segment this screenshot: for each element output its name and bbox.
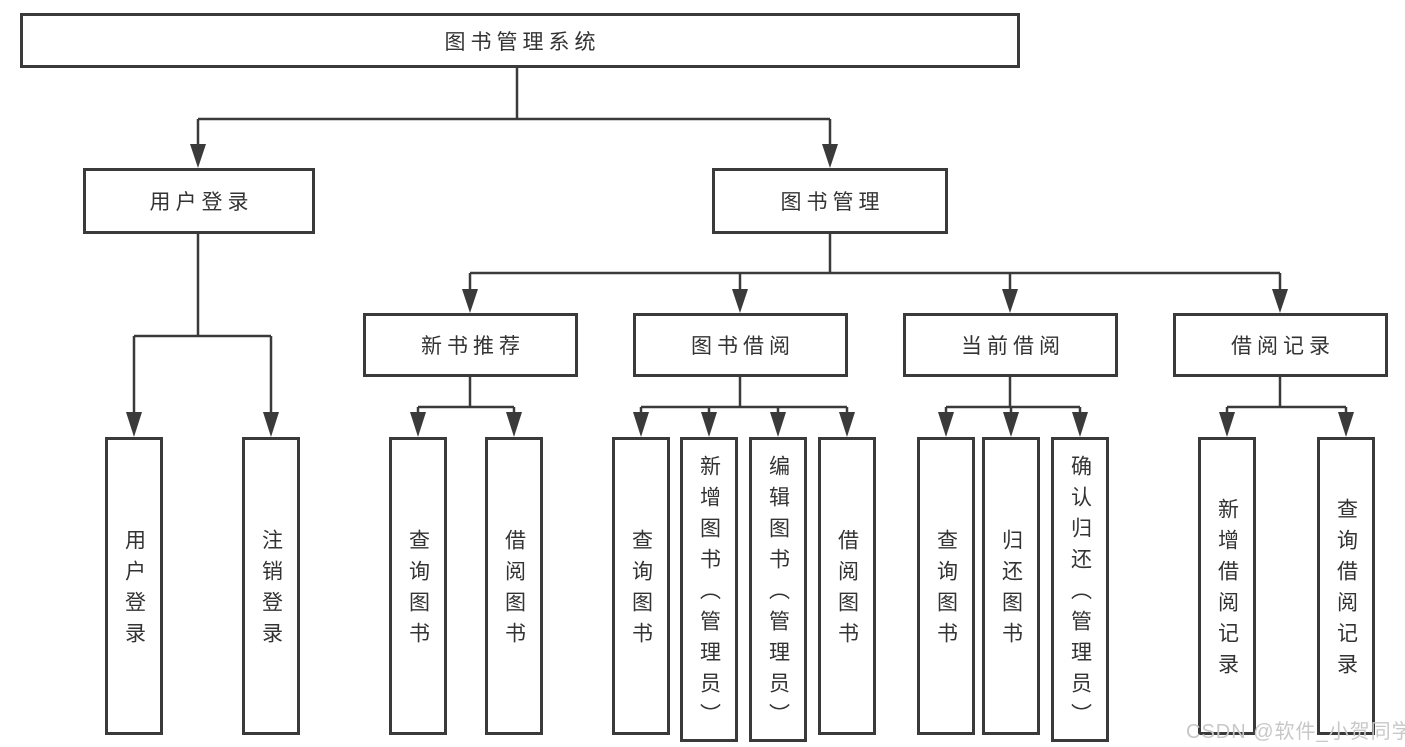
node-borrowing-records: 借阅记录 [1173,313,1388,377]
node-new-book-recommend: 新书推荐 [363,313,578,377]
node-current-borrowing: 当前借阅 [903,313,1118,377]
node-book-management: 图书管理 [712,168,948,234]
connector-currentborrow-to-leaves [944,377,1082,414]
arrowhead-leaf-cb-return [1003,412,1019,437]
connector-bookmgmt-to-level3 [468,234,1282,291]
arrowhead-current-borrowing [1002,289,1018,313]
connector-userlogin-to-leaves [132,234,273,414]
node-leaf-br-query-record-label: 查询借阅记录 [1334,498,1358,684]
arrowhead-leaf-br-add [1219,412,1235,437]
node-leaf-logout-label: 注销登录 [259,529,283,653]
connector-records-to-leaves [1225,377,1348,414]
node-leaf-cb-return-books-label: 归还图书 [999,529,1023,653]
node-user-login-group-label: 用户登录 [149,191,254,214]
node-leaf-br-add-record: 新增借阅记录 [1198,437,1256,735]
node-leaf-bb-edit-books-label: 编辑图书（管理员） [766,455,790,734]
node-book-borrowing-label: 图书借阅 [691,335,795,358]
node-leaf-bb-borrow-books-label: 借阅图书 [835,529,859,653]
node-leaf-cb-query-books: 查询图书 [917,437,975,735]
node-leaf-bb-add-books: 新增图书（管理员） [680,437,738,742]
node-user-login-group: 用户登录 [83,168,315,234]
node-leaf-bb-query-books: 查询图书 [612,437,670,735]
node-leaf-cb-confirm-return-label: 确认归还（管理员） [1068,455,1092,734]
arrowhead-book-management [822,144,838,168]
arrowhead-book-borrowing [732,289,748,313]
connector-bookborrow-to-leaves [639,377,849,414]
arrowhead-leaf-bb-add [701,412,717,437]
node-leaf-cb-confirm-return: 确认归还（管理员） [1051,437,1109,742]
node-leaf-nb-query-books-label: 查询图书 [406,529,430,653]
node-leaf-nb-borrow-books-label: 借阅图书 [502,529,526,653]
arrowhead-leaf-bb-edit [770,412,786,437]
node-current-borrowing-label: 当前借阅 [961,335,1065,358]
node-leaf-br-add-record-label: 新增借阅记录 [1215,498,1239,684]
arrowhead-user-login [190,144,206,168]
arrowhead-leaf-nb-query [410,412,426,437]
watermark: CSDN @软件_小贺同学 [1186,721,1405,743]
node-leaf-bb-borrow-books: 借阅图书 [818,437,876,735]
node-leaf-bb-query-books-label: 查询图书 [629,529,653,653]
node-borrowing-records-label: 借阅记录 [1231,335,1335,358]
arrowhead-leaf-bb-borrow [839,412,855,437]
connector-root-to-level2 [196,66,832,146]
arrowhead-leaf-bb-query [633,412,649,437]
arrowhead-new-book-recommend [462,289,478,313]
node-leaf-bb-add-books-label: 新增图书（管理员） [697,455,721,734]
node-leaf-user-login-label: 用户登录 [122,529,146,653]
node-leaf-br-query-record: 查询借阅记录 [1317,437,1375,735]
arrowhead-leaf-br-query [1338,412,1354,437]
arrowhead-leaf-logout [263,412,279,437]
node-root-label: 图书管理系统 [444,30,601,54]
node-leaf-bb-edit-books: 编辑图书（管理员） [749,437,807,742]
arrowhead-leaf-cb-confirm [1072,412,1088,437]
node-leaf-user-login: 用户登录 [105,437,163,735]
node-leaf-nb-borrow-books: 借阅图书 [485,437,543,735]
node-leaf-cb-query-books-label: 查询图书 [934,529,958,653]
arrowhead-leaf-user-login [126,412,142,437]
node-book-borrowing: 图书借阅 [633,313,848,377]
node-leaf-cb-return-books: 归还图书 [982,437,1040,735]
node-leaf-nb-query-books: 查询图书 [389,437,447,735]
arrowhead-borrowing-records [1272,289,1288,313]
connector-newbook-to-leaves [416,377,516,414]
node-root: 图书管理系统 [20,13,1020,68]
node-book-management-label: 图书管理 [780,191,885,214]
node-new-book-recommend-label: 新书推荐 [421,335,525,358]
node-leaf-logout: 注销登录 [242,437,300,735]
arrowhead-leaf-nb-borrow [506,412,522,437]
arrowhead-leaf-cb-query [938,412,954,437]
